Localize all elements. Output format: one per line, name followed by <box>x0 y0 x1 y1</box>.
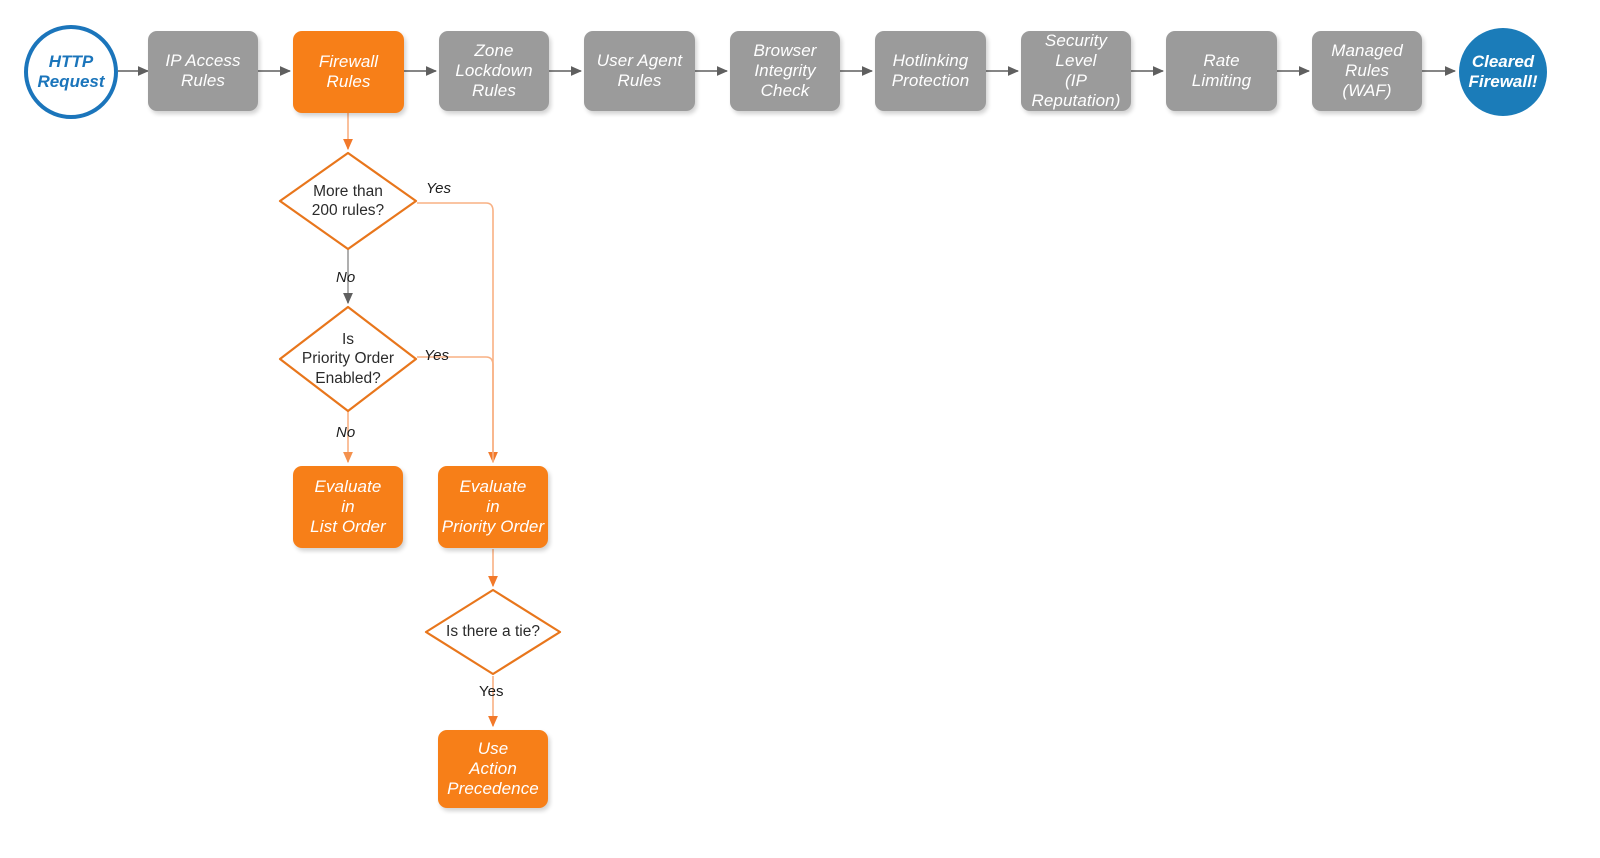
is-there-a-tie-shape <box>424 588 562 676</box>
node-firewall-rules-label: Firewall Rules <box>318 51 379 91</box>
node-is-there-a-tie-label: Is there a tie? <box>446 623 540 641</box>
edge-priority-yes <box>417 356 494 462</box>
node-more-than-200-rules[interactable]: More than 200 rules? <box>278 151 418 251</box>
node-is-there-a-tie[interactable]: Is there a tie? <box>424 588 562 676</box>
node-rate-limiting[interactable]: Rate Limiting <box>1166 31 1277 111</box>
node-managed-rules-waf[interactable]: Managed Rules (WAF) <box>1312 31 1422 111</box>
edge-more-rules-yes <box>417 202 498 464</box>
priority-order-enabled-shape <box>278 305 418 413</box>
node-managed-rules-waf-label: Managed Rules (WAF) <box>1331 40 1403 101</box>
node-user-agent-rules[interactable]: User Agent Rules <box>584 31 695 111</box>
node-rate-limiting-label: Rate Limiting <box>1191 50 1252 90</box>
node-user-agent-rules-label: User Agent Rules <box>596 50 683 90</box>
node-zone-lockdown-rules-label: Zone Lockdown Rules <box>455 40 533 101</box>
edge-label-more-rules-yes: Yes <box>426 180 452 197</box>
node-evaluate-priority-order-label: Evaluate in Priority Order <box>441 476 545 537</box>
edge-label-tie-yes: Yes <box>479 683 504 700</box>
edge-label-more-rules-no: No <box>336 269 356 286</box>
node-evaluate-list-order[interactable]: Evaluate in List Order <box>293 466 403 548</box>
node-priority-order-enabled-label: Is Priority Order Enabled? <box>301 330 395 387</box>
node-browser-integrity-check-label: Browser Integrity Check <box>753 40 817 101</box>
node-http-request-label: HTTP Request <box>37 51 105 91</box>
node-evaluate-priority-order[interactable]: Evaluate in Priority Order <box>438 466 548 548</box>
node-firewall-rules[interactable]: Firewall Rules <box>293 31 404 113</box>
edge-label-priority-no: No <box>336 424 356 441</box>
node-ip-access-rules[interactable]: IP Access Rules <box>148 31 258 111</box>
node-security-level-label: Security Level (IP Reputation) <box>1031 30 1121 111</box>
node-priority-order-enabled[interactable]: Is Priority Order Enabled? <box>278 305 418 413</box>
node-ip-access-rules-label: IP Access Rules <box>165 50 241 90</box>
edge-label-priority-yes: Yes <box>424 347 450 364</box>
node-zone-lockdown-rules[interactable]: Zone Lockdown Rules <box>439 31 549 111</box>
node-use-action-precedence[interactable]: Use Action Precedence <box>438 730 548 808</box>
node-hotlinking-protection-label: Hotlinking Protection <box>891 50 970 90</box>
more-than-200-rules-shape <box>278 151 418 251</box>
node-cleared-firewall-label: Cleared Firewall! <box>1468 51 1538 91</box>
node-cleared-firewall[interactable]: Cleared Firewall! <box>1459 28 1547 116</box>
node-http-request[interactable]: HTTP Request <box>24 25 118 119</box>
node-hotlinking-protection[interactable]: Hotlinking Protection <box>875 31 986 111</box>
node-more-than-200-rules-label: More than 200 rules? <box>311 182 385 219</box>
node-browser-integrity-check[interactable]: Browser Integrity Check <box>730 31 840 111</box>
node-evaluate-list-order-label: Evaluate in List Order <box>310 476 386 537</box>
node-security-level[interactable]: Security Level (IP Reputation) <box>1021 31 1131 111</box>
node-use-action-precedence-label: Use Action Precedence <box>447 738 539 799</box>
